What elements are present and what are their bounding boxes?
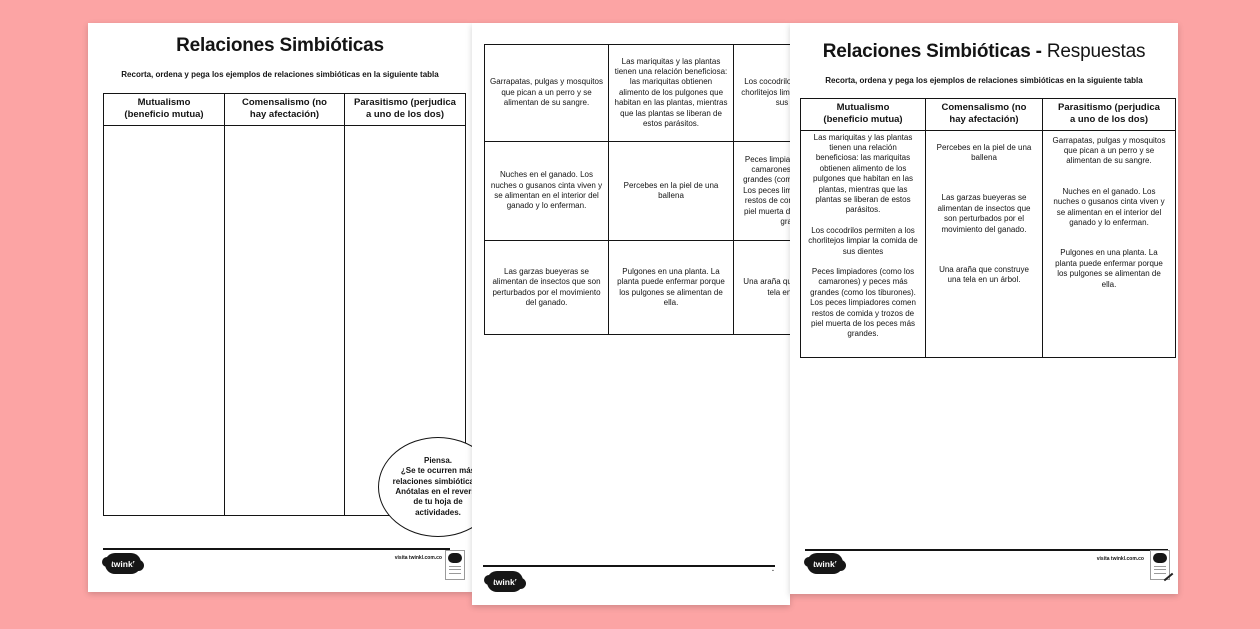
answers-subtitle: Recorta, ordena y pega los ejemplos de r… [825, 76, 1143, 85]
worksheet-title: Relaciones Simbióticas [176, 35, 384, 56]
pencil-icon [1163, 572, 1174, 582]
answer-item: Percebes en la piel de una ballena [936, 142, 1032, 163]
answer-item: Peces limpiadores (como los camarones) y… [810, 266, 916, 339]
twinkl-logo: twinkl [804, 553, 846, 574]
visit-url-text: visita twinkl.com.co [1096, 556, 1144, 562]
twinkl-logo-text: twinkl [492, 576, 518, 587]
card-cell: Garrapatas, pulgas y mosquitos que pican… [484, 44, 609, 142]
header-mutualismo: Mutualismo (beneficio mutua) [800, 98, 926, 131]
header-line: a uno de los dos) [1069, 114, 1149, 126]
empty-cell-mutualismo [103, 124, 225, 516]
card-cell: Una araña que construye una tela en un á… [733, 240, 790, 335]
header-line: Mutualismo [836, 102, 890, 113]
answers-cell-parasitismo: Garrapatas, pulgas y mosquitos que pican… [1042, 129, 1176, 358]
think-line: relaciones simbióticas? [392, 476, 472, 486]
twinkl-blob-icon [1153, 553, 1167, 563]
answers-cell-mutualismo: Las mariquitas y las plantas tienen una … [800, 129, 926, 358]
answer-item: Una araña que construye una tela en un á… [939, 265, 1029, 285]
answers-page: Relaciones Simbióticas - Respuestas Reco… [790, 23, 1178, 594]
header-line: hay afectación) [249, 109, 320, 121]
cards-page: Garrapatas, pulgas y mosquitos que pican… [472, 23, 790, 605]
twinkl-badge-icon [1150, 550, 1174, 582]
think-line: de tu hoja de [413, 497, 463, 507]
card-cell: Pulgones en una planta. La planta puede … [608, 240, 734, 335]
header-line: (beneficio mutua) [124, 109, 204, 121]
think-line: Piensa. [423, 455, 452, 465]
twinkl-badge-icon [445, 550, 465, 580]
footer-dot: . [772, 566, 774, 573]
answers-title-suffix: Respuestas [1046, 41, 1146, 62]
header-line: Parasitismo (perjudica [354, 97, 456, 108]
card-cell: Peces limpiadores (como los camarones) y… [733, 141, 790, 241]
answer-item: Pulgones en una planta. La planta puede … [1055, 248, 1163, 289]
card-cell: Nuches en el ganado. Los nuches o gusano… [484, 141, 609, 241]
think-line: ¿Se te ocurren más [400, 466, 472, 476]
worksheet-page: Relaciones Simbióticas Recorta, ordena y… [88, 23, 472, 592]
twinkl-logo: twinkl [102, 553, 144, 574]
answers-table: Mutualismo (beneficio mutua) Comensalism… [800, 98, 1176, 358]
answer-item: Los cocodrilos permiten a los chorlitejo… [808, 225, 918, 256]
worksheet-table: Mutualismo (beneficio mutua) Comensalism… [103, 93, 466, 516]
empty-cell-comensalismo [224, 124, 345, 516]
card-cell: Las garzas bueyeras se alimentan de inse… [484, 240, 609, 335]
header-mutualismo: Mutualismo (beneficio mutua) [103, 93, 225, 126]
twinkl-blob-icon [448, 553, 462, 563]
footer-rule [103, 548, 450, 550]
header-line: Comensalismo (no [242, 97, 327, 108]
header-line: (beneficio mutua) [823, 114, 903, 126]
header-parasitismo: Parasitismo (perjudica a uno de los dos) [344, 93, 466, 126]
visit-url-text: visita twinkl.com.co [394, 555, 442, 561]
header-comensalismo: Comensalismo (no hay afectación) [925, 98, 1043, 131]
answers-title-main: Relaciones Simbióticas - [822, 41, 1042, 62]
header-line: a uno de los dos) [365, 109, 445, 121]
card-cell: Las mariquitas y las plantas tienen una … [608, 44, 734, 142]
header-line: Mutualismo [137, 97, 191, 108]
twinkl-logo-text: twinkl [812, 558, 838, 569]
footer-rule [483, 565, 775, 567]
twinkl-logo-text: twinkl [110, 558, 136, 569]
answer-item: Nuches en el ganado. Los nuches o gusano… [1053, 186, 1165, 228]
answers-title: Relaciones Simbióticas - Respuestas [790, 41, 1178, 63]
header-comensalismo: Comensalismo (no hay afectación) [224, 93, 345, 126]
think-bubble: Piensa. ¿Se te ocurren más relaciones si… [378, 437, 472, 537]
think-line: Anótalas en el reverso [395, 487, 472, 496]
card-cell: Percebes en la piel de una ballena [608, 141, 734, 241]
answers-cell-comensalismo: Percebes en la piel de una ballena Las g… [925, 129, 1043, 358]
cards-table: Garrapatas, pulgas y mosquitos que pican… [484, 44, 790, 335]
header-parasitismo: Parasitismo (perjudica a uno de los dos) [1042, 98, 1176, 131]
think-line: actividades. [415, 507, 461, 517]
header-line: Comensalismo (no [941, 102, 1027, 113]
header-line: hay afectación) [949, 114, 1019, 126]
answer-item: Garrapatas, pulgas y mosquitos que pican… [1052, 135, 1166, 166]
answer-item: Las garzas bueyeras se alimentan de inse… [937, 193, 1031, 234]
answer-item: Las mariquitas y las plantas tienen una … [812, 132, 914, 215]
twinkl-logo: twinkl [484, 571, 526, 592]
worksheet-subtitle: Recorta, ordena y pega los ejemplos de r… [121, 70, 439, 79]
card-cell: Los cocodrilos permiten a los chorlitejo… [733, 44, 790, 142]
header-line: Parasitismo (perjudica [1058, 102, 1160, 113]
footer-rule [805, 549, 1168, 551]
